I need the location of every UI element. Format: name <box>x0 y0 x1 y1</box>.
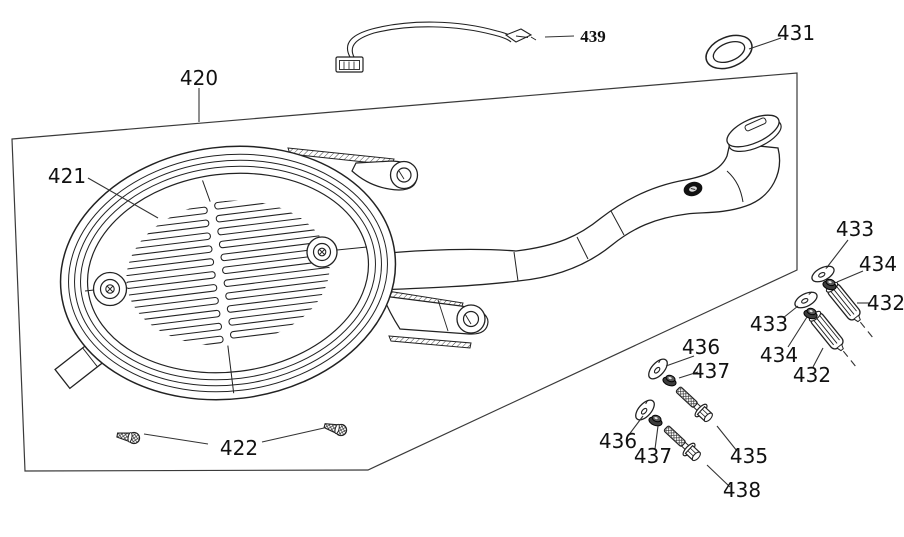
nut-lower-437 <box>647 412 665 428</box>
part-label-434-lower: 434 <box>760 343 798 367</box>
bolt-435 <box>671 382 717 426</box>
nut-upper-437 <box>661 372 679 388</box>
cover-screw-left <box>115 428 142 446</box>
part-label-435: 435 <box>730 444 768 468</box>
cover-screw-boss-left <box>84 271 128 307</box>
part-label-420: 420 <box>180 66 218 90</box>
gasket-ring-drawing <box>705 34 753 70</box>
sensor-port-hole <box>683 181 703 197</box>
part-label-437-upper: 437 <box>692 359 730 383</box>
cover-screw-boss-right <box>306 236 368 268</box>
part-label-433-upper: 433 <box>836 217 874 241</box>
mounting-panel-outline <box>11 72 798 472</box>
part-label-439: 439 <box>580 27 606 46</box>
part-label-432-lower: 432 <box>793 363 831 387</box>
part-label-431: 431 <box>777 21 815 45</box>
part-label-434-upper: 434 <box>859 252 897 276</box>
lower-mount-bracket <box>380 289 489 349</box>
part-label-436-upper: 436 <box>682 335 720 359</box>
cover-screw-right <box>322 419 349 438</box>
part-label-438: 438 <box>723 478 761 502</box>
part-label-436-lower: 436 <box>599 429 637 453</box>
part-label-421: 421 <box>48 164 86 188</box>
part-label-422: 422 <box>220 436 258 460</box>
leader-lines <box>87 35 870 488</box>
part-label-437-lower: 437 <box>634 444 672 468</box>
part-label-432-upper: 432 <box>867 291 904 315</box>
part-label-433-lower: 433 <box>750 312 788 336</box>
upper-mount-bracket <box>287 147 419 191</box>
pipe-flange <box>726 114 782 152</box>
sensor-wire-drawing <box>335 21 537 73</box>
exhaust-pipe-drawing <box>367 114 782 291</box>
